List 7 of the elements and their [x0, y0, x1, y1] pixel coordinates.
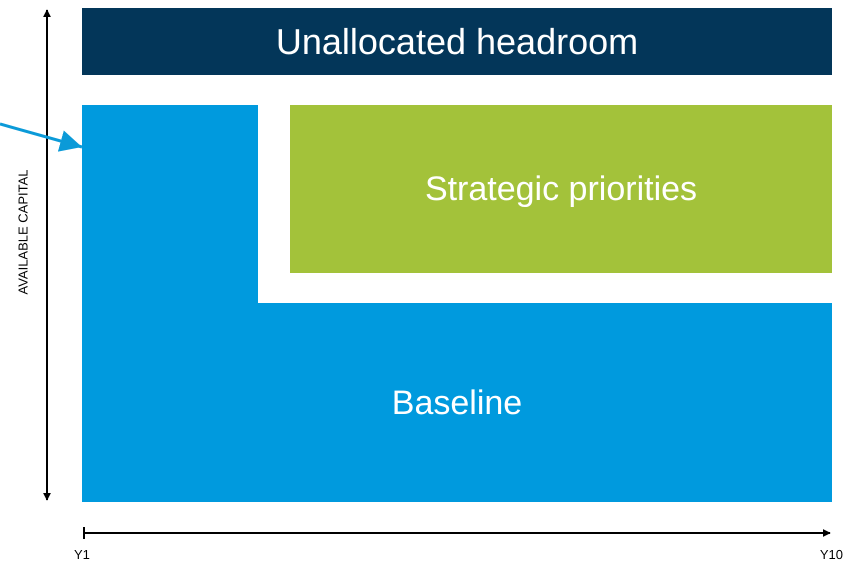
axis-label: Y10: [820, 547, 843, 562]
axis-label: Y1: [74, 547, 90, 562]
arrow: [0, 122, 82, 152]
block-label: Baseline: [392, 384, 522, 423]
block-label: Unallocated headroom: [276, 20, 638, 62]
axis-label: AVAILABLE CAPITAL: [16, 170, 30, 294]
block-label: Strategic priorities: [424, 170, 698, 208]
